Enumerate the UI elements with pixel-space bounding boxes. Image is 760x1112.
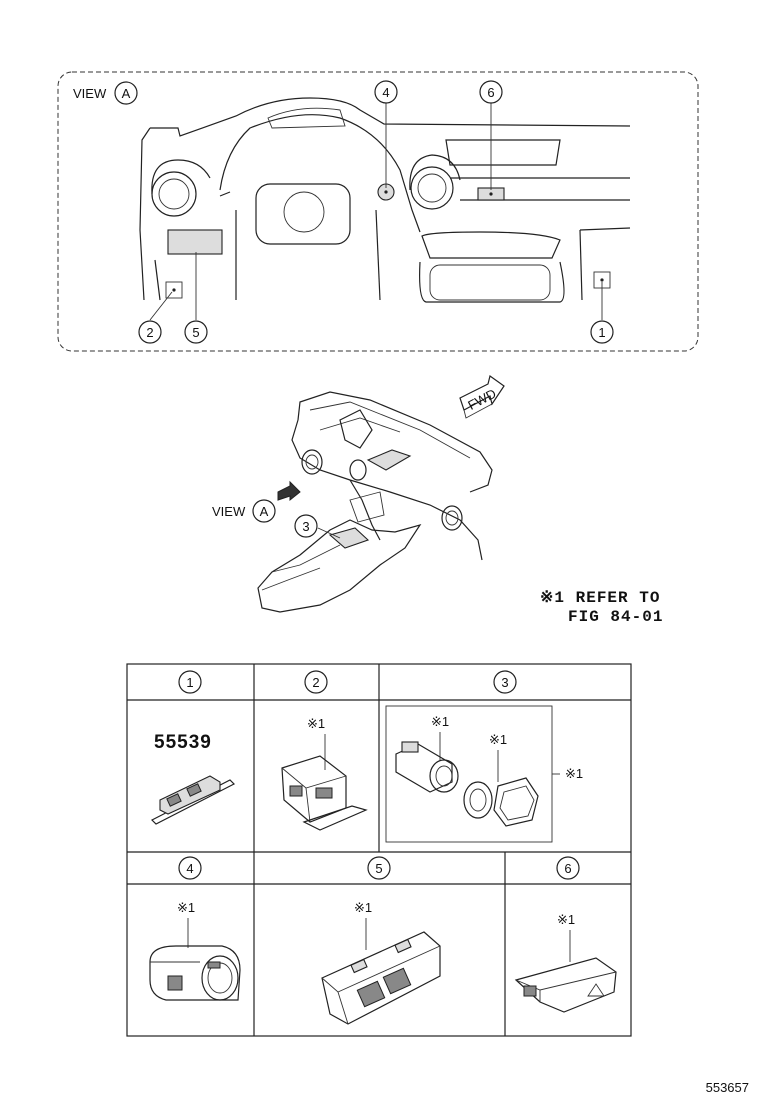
table-header-3: 3 [493, 670, 517, 694]
figure-id: 553657 [706, 1080, 749, 1095]
callout-6: 6 [479, 80, 503, 104]
refer-note: ※1 REFER TO FIG 84-01 [540, 589, 663, 626]
refer-note-line1: ※1 REFER TO [540, 589, 660, 607]
svg-text:5: 5 [375, 861, 382, 876]
table-header-1: 1 [178, 670, 202, 694]
table-header-5: 5 [367, 856, 391, 880]
note-mark-cell-5: ※1 [354, 900, 372, 915]
svg-text:4: 4 [186, 861, 193, 876]
svg-text:1: 1 [598, 325, 605, 340]
fwd-label: FWD [465, 386, 498, 413]
part-4-drawing [149, 945, 241, 1001]
table-header-6: 6 [556, 856, 580, 880]
part-2-drawing [281, 755, 368, 831]
fwd-arrow: FWD [459, 374, 505, 419]
isometric-dashboard: FWD VIEW A 3 [212, 374, 505, 613]
svg-text:4: 4 [382, 85, 389, 100]
part-1-drawing [150, 775, 236, 825]
note-mark-cell-2: ※1 [307, 716, 325, 731]
note-mark-cell-4: ※1 [177, 900, 195, 915]
svg-text:2: 2 [146, 325, 153, 340]
refer-note-line2: FIG 84-01 [568, 608, 663, 626]
view-a-panel: VIEW A [57, 71, 699, 352]
part-number-55539: 55539 [154, 732, 212, 753]
parts-table: 1 2 3 4 5 6 55539 [126, 663, 632, 1037]
note-mark-cell-3c: ※1 [565, 766, 583, 781]
svg-text:3: 3 [501, 675, 508, 690]
table-header-4: 4 [178, 856, 202, 880]
part-6-drawing [514, 957, 617, 1013]
svg-text:2: 2 [312, 675, 319, 690]
callout-5: 5 [184, 320, 208, 344]
note-mark-cell-3a: ※1 [431, 714, 449, 729]
callout-1: 1 [590, 320, 614, 344]
view-label: VIEW [73, 86, 107, 101]
part-5-drawing [321, 931, 441, 1025]
svg-text:5: 5 [192, 325, 199, 340]
part-3-drawing [395, 741, 539, 827]
svg-text:1: 1 [186, 675, 193, 690]
view-letter: A [122, 86, 131, 101]
callout-4: 4 [374, 80, 398, 104]
note-mark-cell-6: ※1 [557, 912, 575, 927]
svg-text:3: 3 [302, 519, 309, 534]
svg-text:A: A [260, 504, 269, 519]
callout-2: 2 [138, 320, 162, 344]
svg-text:6: 6 [487, 85, 494, 100]
note-mark-cell-3b: ※1 [489, 732, 507, 747]
table-header-2: 2 [304, 670, 328, 694]
svg-text:6: 6 [564, 861, 571, 876]
callout-3: 3 [294, 514, 318, 538]
view-arrow-label: VIEW [212, 504, 246, 519]
